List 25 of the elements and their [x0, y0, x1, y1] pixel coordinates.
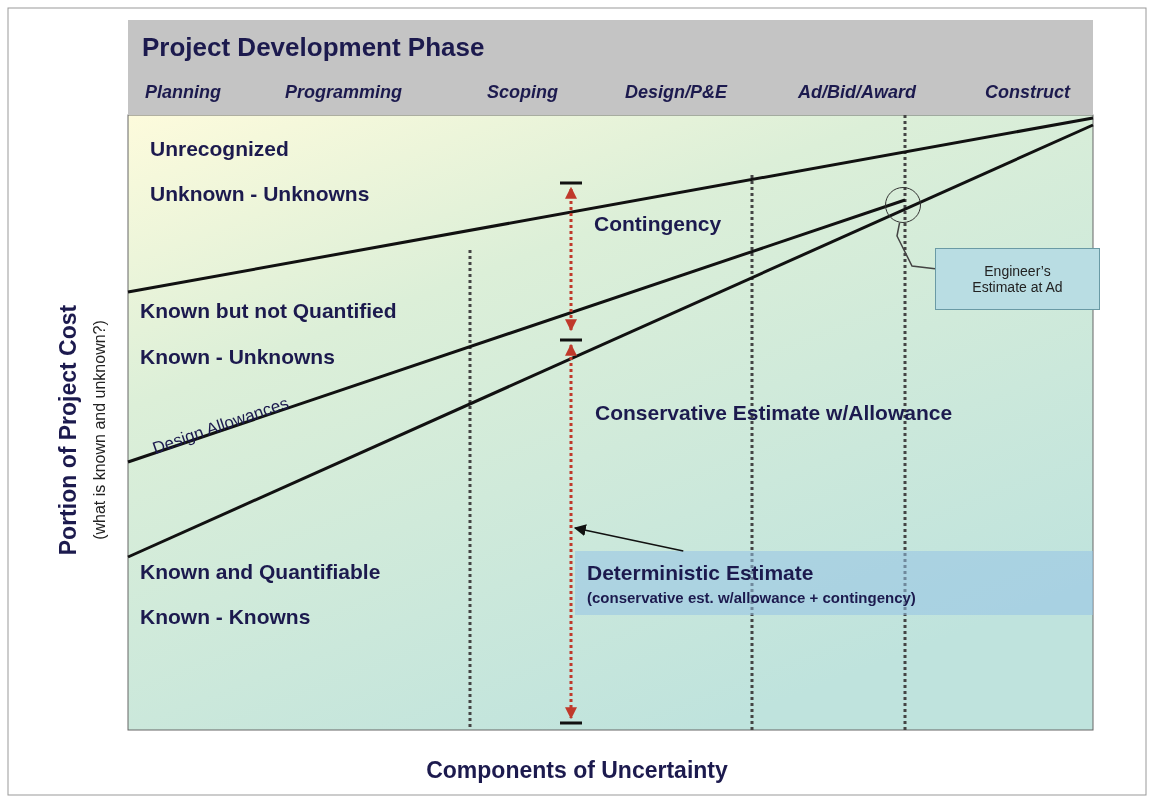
phase-label: Design/P&E	[625, 82, 728, 103]
highlight-band	[575, 551, 1093, 615]
axis-title: Portion of Project Cost	[54, 304, 82, 556]
phase-label: Planning	[145, 82, 221, 103]
leader-arrow	[573, 524, 685, 552]
band-heading: Project Development Phase	[142, 32, 485, 63]
region-label: Known but not Quantified	[140, 299, 397, 323]
callout-box: Engineer’s Estimate at Ad	[935, 248, 1100, 310]
phase-label: Ad/Bid/Award	[798, 82, 916, 103]
axis-title: Components of Uncertainty	[426, 756, 728, 784]
region-label: Known and Quantifiable	[140, 560, 381, 584]
region-label: Known - Knowns	[140, 605, 311, 629]
region-label: Unknown - Unknowns	[150, 182, 370, 206]
region-label: Unrecognized	[150, 137, 289, 161]
phase-label: Programming	[285, 82, 403, 103]
leader-line	[896, 221, 936, 270]
header-band	[128, 20, 1093, 115]
region-label: Contingency	[594, 212, 722, 236]
region-label: Known - Unknowns	[140, 345, 335, 369]
axis-subtitle: (what is known and unknown?)	[91, 320, 109, 540]
phase-label: Scoping	[487, 82, 558, 103]
phase-label: Construct	[985, 82, 1070, 103]
band-heading: Deterministic Estimate	[587, 561, 814, 585]
region-label: Conservative Estimate w/Allowance	[595, 401, 953, 425]
band-note: (conservative est. w/allowance + contingency)	[587, 589, 916, 606]
